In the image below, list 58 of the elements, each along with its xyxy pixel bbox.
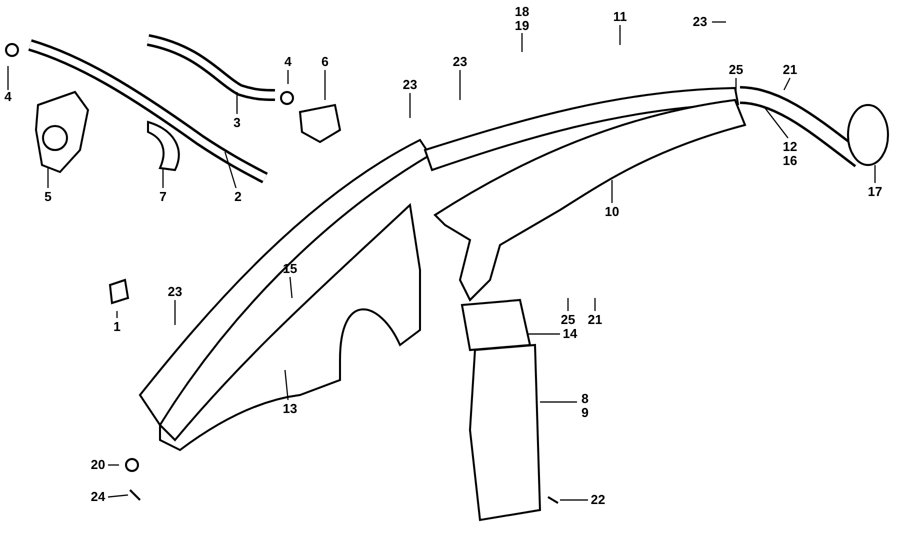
leader-line [108,494,128,498]
leader-line [712,21,726,23]
callout-number: 11 [613,10,627,24]
leader-line [783,78,791,90]
callout-number: 21 [782,63,798,77]
callout-number: 23 [168,285,182,299]
callout-number: 23 [452,55,468,69]
callout-number: 14 [562,327,578,341]
callout-number: 3 [233,116,241,130]
callout-number: 16 [782,154,798,168]
callout-number: 25 [560,313,576,327]
callout-number: 10 [604,205,620,219]
leader-line [521,33,523,52]
callout-number: 17 [868,185,882,199]
callout-number: 4 [284,55,292,69]
leader-line [611,180,613,203]
callout-number: 21 [588,313,602,327]
leader-line [619,25,621,45]
leader-line [324,70,326,100]
callout-number: 4 [4,90,12,104]
leader-line [735,78,737,92]
leader-line [409,93,411,118]
leader-line [594,298,596,311]
leader-line [284,370,289,400]
leader-line [224,152,237,188]
leader-line [174,300,176,325]
callout-number: 9 [581,406,589,420]
leader-line [874,165,876,183]
callout-number: 8 [581,392,589,406]
callout-number: 5 [44,190,52,204]
leader-line [540,401,577,403]
callout-number: 19 [514,19,530,33]
callout-number: 25 [728,63,744,77]
callout-number: 6 [321,55,329,69]
callout-number: 23 [692,15,708,29]
callout-number: 2 [234,190,242,204]
callout-number: 12 [782,140,798,154]
leader-line [236,92,238,114]
leader-line [287,70,289,84]
leader-line [108,464,119,466]
leader-line [528,333,560,335]
callout-number: 22 [590,493,606,507]
leader-line [162,168,164,188]
leader-line [7,66,9,90]
callout-number: 7 [159,190,167,204]
leader-line [764,108,788,138]
leader-line [560,499,588,501]
leader-line [289,276,293,298]
callout-number: 24 [90,490,106,504]
leader-line [47,168,49,188]
callout-number: 23 [402,78,418,92]
leader-line [116,311,118,318]
callout-number: 18 [514,5,530,19]
leader-line [459,70,461,100]
callout-number: 20 [90,458,106,472]
callout-number: 1 [113,320,121,334]
leader-line [567,298,569,311]
callout-number: 13 [282,402,298,416]
